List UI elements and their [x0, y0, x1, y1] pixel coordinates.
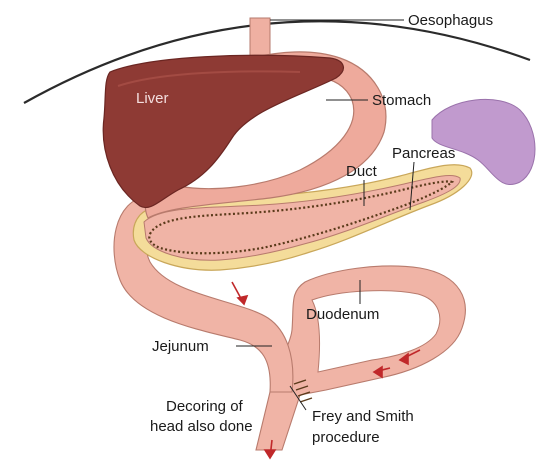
label-stomach: Stomach: [372, 92, 431, 109]
label-decoring-line2: head also done: [150, 418, 253, 435]
label-jejunum: Jejunum: [152, 338, 209, 355]
label-decoring-line1: Decoring of: [166, 398, 244, 415]
label-liver: Liver: [136, 90, 169, 107]
label-oesophagus: Oesophagus: [408, 12, 493, 29]
label-frey-line2: procedure: [312, 429, 380, 446]
label-duodenum: Duodenum: [306, 306, 379, 323]
flow-arrowhead-upper: [238, 296, 247, 304]
label-pancreas: Pancreas: [392, 145, 455, 162]
oesophagus-tube: [250, 18, 270, 60]
label-frey-line1: Frey and Smith: [312, 408, 414, 425]
label-duct: Duct: [346, 163, 378, 180]
junction-stitch: [300, 398, 312, 402]
flow-arrowhead-lower: [265, 450, 275, 458]
